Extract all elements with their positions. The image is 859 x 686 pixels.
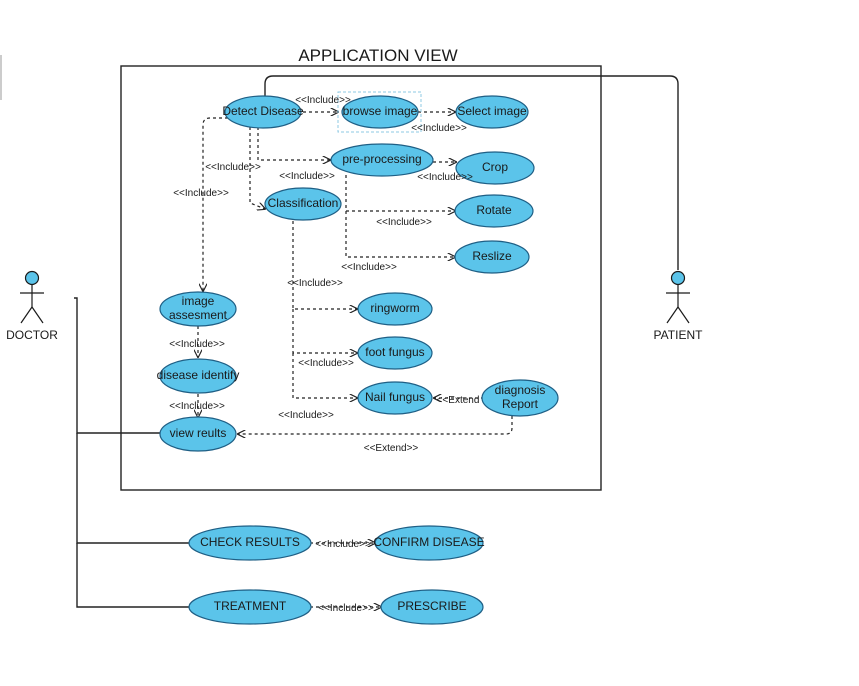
usecase-disease-identify[interactable]: disease identify bbox=[157, 358, 240, 394]
svg-text:Crop: Crop bbox=[482, 160, 508, 174]
svg-text:Reslize: Reslize bbox=[472, 249, 512, 263]
selection-highlight bbox=[337, 91, 422, 133]
usecase-pre-processing[interactable]: pre-processing bbox=[330, 143, 434, 177]
stereo-preprocessing-crop: <<Include>> bbox=[417, 172, 473, 183]
usecase-browse-image[interactable]: browse image bbox=[341, 95, 419, 129]
actor-doctor-label: DOCTOR bbox=[6, 328, 58, 342]
include-classification-nailfungus bbox=[292, 353, 357, 398]
svg-text:PRESCRIBE: PRESCRIBE bbox=[397, 599, 466, 613]
svg-text:view reults: view reults bbox=[170, 426, 227, 440]
usecase-rotate[interactable]: Rotate bbox=[454, 194, 534, 228]
stereo-classification-ringworm: <<Include>> bbox=[287, 278, 343, 289]
include-detect-classification bbox=[249, 127, 265, 209]
include-classification-footfungus bbox=[292, 309, 357, 353]
usecase-view-results[interactable]: view reults bbox=[159, 416, 237, 452]
svg-text:disease identify: disease identify bbox=[157, 368, 240, 382]
stereo-identify-view: <<Include>> bbox=[169, 401, 225, 412]
usecase-foot-fungus[interactable]: foot fungus bbox=[357, 336, 433, 370]
stereo-treatment-prescribe: <<Include>> bbox=[318, 603, 374, 614]
stereo-report-view: <<Extend>> bbox=[364, 443, 419, 454]
svg-text:browse image: browse image bbox=[343, 104, 418, 118]
association-doctor-treatment bbox=[76, 543, 189, 608]
svg-text:diagnosis: diagnosis bbox=[495, 383, 546, 397]
svg-text:foot fungus: foot fungus bbox=[365, 345, 424, 359]
system-boundary bbox=[120, 65, 602, 491]
stereo-detect-preprocessing: <<Include>> bbox=[279, 171, 335, 182]
association-patient-detect-disease bbox=[264, 75, 679, 270]
actor-doctor[interactable] bbox=[20, 270, 44, 324]
usecase-confirm-disease[interactable]: CONFIRM DISEASE bbox=[373, 525, 485, 561]
svg-text:CHECK RESULTS: CHECK RESULTS bbox=[200, 535, 300, 549]
svg-text:Report: Report bbox=[502, 397, 539, 411]
usecase-classification[interactable]: Classification bbox=[264, 187, 342, 221]
association-doctor-check-results bbox=[76, 433, 189, 544]
usecase-ringworm[interactable]: ringworm bbox=[357, 292, 433, 326]
usecase-prescribe[interactable]: PRESCRIBE bbox=[380, 589, 484, 625]
stereo-report-nailfungus: <<Extend bbox=[437, 395, 480, 406]
stereo-assessment-identify: <<Include>> bbox=[169, 339, 225, 350]
svg-text:image: image bbox=[182, 294, 215, 308]
usecase-treatment[interactable]: TREATMENT bbox=[188, 589, 312, 625]
association-doctor-view-results bbox=[74, 297, 160, 434]
diagram-title: APPLICATION VIEW bbox=[298, 46, 457, 65]
svg-text:pre-processing: pre-processing bbox=[342, 152, 421, 166]
actor-patient[interactable] bbox=[666, 270, 690, 324]
stereo-check-confirm: <<Include>> bbox=[315, 539, 371, 550]
usecase-select-image[interactable]: Select image bbox=[455, 95, 529, 129]
svg-text:Rotate: Rotate bbox=[476, 203, 512, 217]
usecase-image-assessment[interactable]: image assesment bbox=[159, 291, 237, 327]
include-detect-assessment bbox=[203, 117, 228, 291]
stereo-classification-footfungus: <<Include>> bbox=[298, 358, 354, 369]
usecase-crop[interactable]: Crop bbox=[455, 151, 535, 185]
svg-text:CONFIRM DISEASE: CONFIRM DISEASE bbox=[373, 535, 484, 549]
usecase-nail-fungus[interactable]: Nail fungus bbox=[357, 381, 433, 415]
stereo-browse-select: <<Include>> bbox=[411, 123, 467, 134]
stereo-detect-browse: <<Include>> bbox=[295, 95, 351, 106]
usecase-detect-disease[interactable]: Detect Disease bbox=[222, 95, 304, 129]
svg-text:Nail fungus: Nail fungus bbox=[365, 390, 425, 404]
svg-text:ringworm: ringworm bbox=[370, 301, 419, 315]
stereo-detect-assessment: <<Include>> bbox=[173, 188, 229, 199]
svg-text:Detect Disease: Detect Disease bbox=[222, 104, 304, 118]
svg-text:TREATMENT: TREATMENT bbox=[214, 599, 287, 613]
stereo-preprocessing-rotate: <<Include>> bbox=[376, 217, 432, 228]
stereo-detect-classification: <<Include>> bbox=[205, 162, 261, 173]
stereo-classification-nailfungus: <<Include>> bbox=[278, 410, 334, 421]
usecase-diagnosis-report[interactable]: diagnosis Report bbox=[481, 379, 559, 417]
usecase-check-results[interactable]: CHECK RESULTS bbox=[188, 525, 312, 561]
svg-text:Select image: Select image bbox=[457, 104, 527, 118]
extend-report-view bbox=[238, 416, 513, 434]
include-detect-preprocessing bbox=[257, 127, 330, 160]
stereo-preprocessing-resize: <<Include>> bbox=[341, 262, 397, 273]
svg-text:assesment: assesment bbox=[169, 308, 228, 322]
usecase-resize[interactable]: Reslize bbox=[454, 240, 530, 274]
svg-text:Classification: Classification bbox=[268, 196, 339, 210]
actor-patient-label: PATIENT bbox=[654, 328, 704, 342]
